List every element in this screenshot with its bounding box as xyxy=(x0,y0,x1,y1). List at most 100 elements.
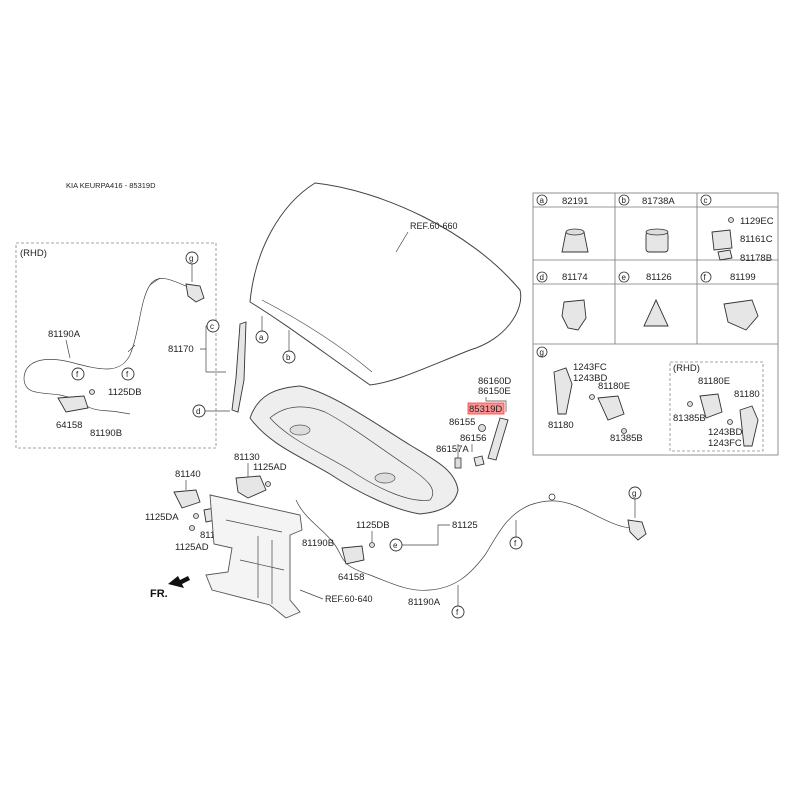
rhd-callout-f1: f xyxy=(76,370,79,379)
parts-table: a 82191 b 81738A c 1129EC 81161C 81178B … xyxy=(532,192,779,456)
label-1125AD-b: 1125AD xyxy=(175,542,209,553)
ref-frame: REF.60-640 xyxy=(325,594,373,604)
label-1125DA: 1125DA xyxy=(145,512,179,523)
pad-boss-2 xyxy=(374,472,396,484)
release-handle-lhd-icon xyxy=(553,367,573,415)
rhd-cable-end xyxy=(127,277,161,353)
table-part-81738A: 81738A xyxy=(642,196,675,207)
table-rhd-label: (RHD) xyxy=(673,363,700,374)
diagram-title: KIA KEURPA416 - 85319D xyxy=(66,181,156,190)
table-g-81180E: 81180E xyxy=(598,381,630,392)
emblem-pin-icon xyxy=(454,457,462,469)
hood-panel xyxy=(249,182,522,386)
table-g-rhd-81180E: 81180E xyxy=(698,376,730,387)
table-part-81199: 81199 xyxy=(730,272,756,283)
stay-holder-81174-icon xyxy=(561,299,587,331)
hood-edge-line xyxy=(261,299,373,373)
label-81190A: 81190A xyxy=(408,597,441,608)
release-handle-icon xyxy=(627,519,647,541)
rhd-callout-g: g xyxy=(189,254,193,263)
callout-b: b xyxy=(286,353,291,362)
rhd-callout-f2-circle xyxy=(121,367,135,381)
label-86155: 86155 xyxy=(449,417,475,428)
emblem-clip-icon xyxy=(478,424,486,432)
table-rhd-box xyxy=(669,361,764,452)
rhd-handle-icon xyxy=(185,283,205,303)
callout-g: g xyxy=(632,489,636,498)
emblem-bracket xyxy=(487,417,509,461)
hood-insulator-pad xyxy=(249,385,459,515)
label-86150E: 86150E xyxy=(478,386,511,397)
rhd-callout-f1-circle xyxy=(71,367,85,381)
front-label: FR. xyxy=(150,588,168,600)
table-g-rhd-81385B: 81385B xyxy=(673,413,706,424)
leader-86160D xyxy=(485,397,507,412)
callout-f1: f xyxy=(514,539,517,548)
label-1125AD-a: 1125AD xyxy=(253,462,287,473)
hood-stay-rod xyxy=(231,321,247,413)
label-86157A: 86157A xyxy=(436,444,469,455)
highlight-box xyxy=(467,402,505,415)
label-81140: 81140 xyxy=(175,469,201,480)
latch-bolt-icon xyxy=(265,481,271,487)
leader-86157A xyxy=(457,444,473,458)
label-64158-rhd: 64158 xyxy=(56,420,82,431)
table-g-rhd-1243FC: 1243FC xyxy=(708,438,742,449)
table-g-rhd-1243BD: 1243BD xyxy=(708,427,742,438)
callout-c: c xyxy=(210,322,214,331)
clip-81126-icon xyxy=(643,298,669,327)
bolt-1125DB-icon xyxy=(369,542,375,548)
release-cable xyxy=(295,499,633,591)
table-key-g: g xyxy=(540,348,544,357)
callout-c-circle xyxy=(206,319,220,333)
label-86156: 86156 xyxy=(460,433,486,444)
rhd-inset-label: (RHD) xyxy=(20,248,47,259)
table-key-c: c xyxy=(704,196,708,205)
table-part-81174: 81174 xyxy=(562,272,588,283)
bolt-1125AD-b-icon xyxy=(189,525,195,531)
label-1125DB: 1125DB xyxy=(356,520,390,531)
callout-f2: f xyxy=(456,608,459,617)
label-81130: 81130 xyxy=(234,452,260,463)
leader-81125 xyxy=(402,524,450,546)
label-64158: 64158 xyxy=(338,572,364,583)
table-part-82191: 82191 xyxy=(562,196,588,207)
rhd-callout-f2: f xyxy=(126,370,129,379)
release-handle-rhd-icon xyxy=(739,405,759,447)
label-86160D: 86160D xyxy=(478,376,511,387)
radiator-support-frame xyxy=(205,494,303,619)
ref-hood: REF.60-660 xyxy=(410,221,458,231)
table-g-81180: 81180 xyxy=(548,420,574,431)
emblem-nut-icon xyxy=(473,455,485,467)
callout-e-circle xyxy=(389,538,403,552)
front-arrow-icon xyxy=(168,576,190,588)
label-81125: 81125 xyxy=(452,520,478,531)
pad-inner xyxy=(269,406,434,501)
release-housing-rhd-icon xyxy=(699,393,723,419)
frame-detail xyxy=(225,519,285,604)
pad-boss-1 xyxy=(289,424,311,436)
label-81170: 81170 xyxy=(168,344,194,355)
table-g-1243BD: 1243BD xyxy=(573,373,607,384)
striker-icon xyxy=(173,489,201,509)
label-81190B: 81190B xyxy=(302,538,334,549)
table-part-1129EC: 1129EC xyxy=(740,216,774,227)
callout-e: e xyxy=(393,541,398,550)
table-key-d: d xyxy=(540,273,544,282)
cable-end-ring xyxy=(548,493,556,501)
callout-d: d xyxy=(196,407,200,416)
table-part-81161C: 81161C xyxy=(740,234,773,245)
table-key-b: b xyxy=(622,196,627,205)
callout-a: a xyxy=(259,333,264,342)
label-1125DB-rhd: 1125DB xyxy=(108,387,142,398)
rhd-bolt-icon xyxy=(89,389,95,395)
rhd-bracket-icon xyxy=(57,395,89,413)
leader-81170 xyxy=(200,325,226,373)
table-key-e: e xyxy=(622,273,627,282)
cable-clip-81199-icon xyxy=(723,299,759,331)
label-85319D-highlight: 85319D xyxy=(469,404,502,415)
stay-clip-icon xyxy=(711,229,733,251)
table-part-81178B: 81178B xyxy=(740,253,772,264)
table-g-rhd-81180: 81180 xyxy=(734,389,760,400)
